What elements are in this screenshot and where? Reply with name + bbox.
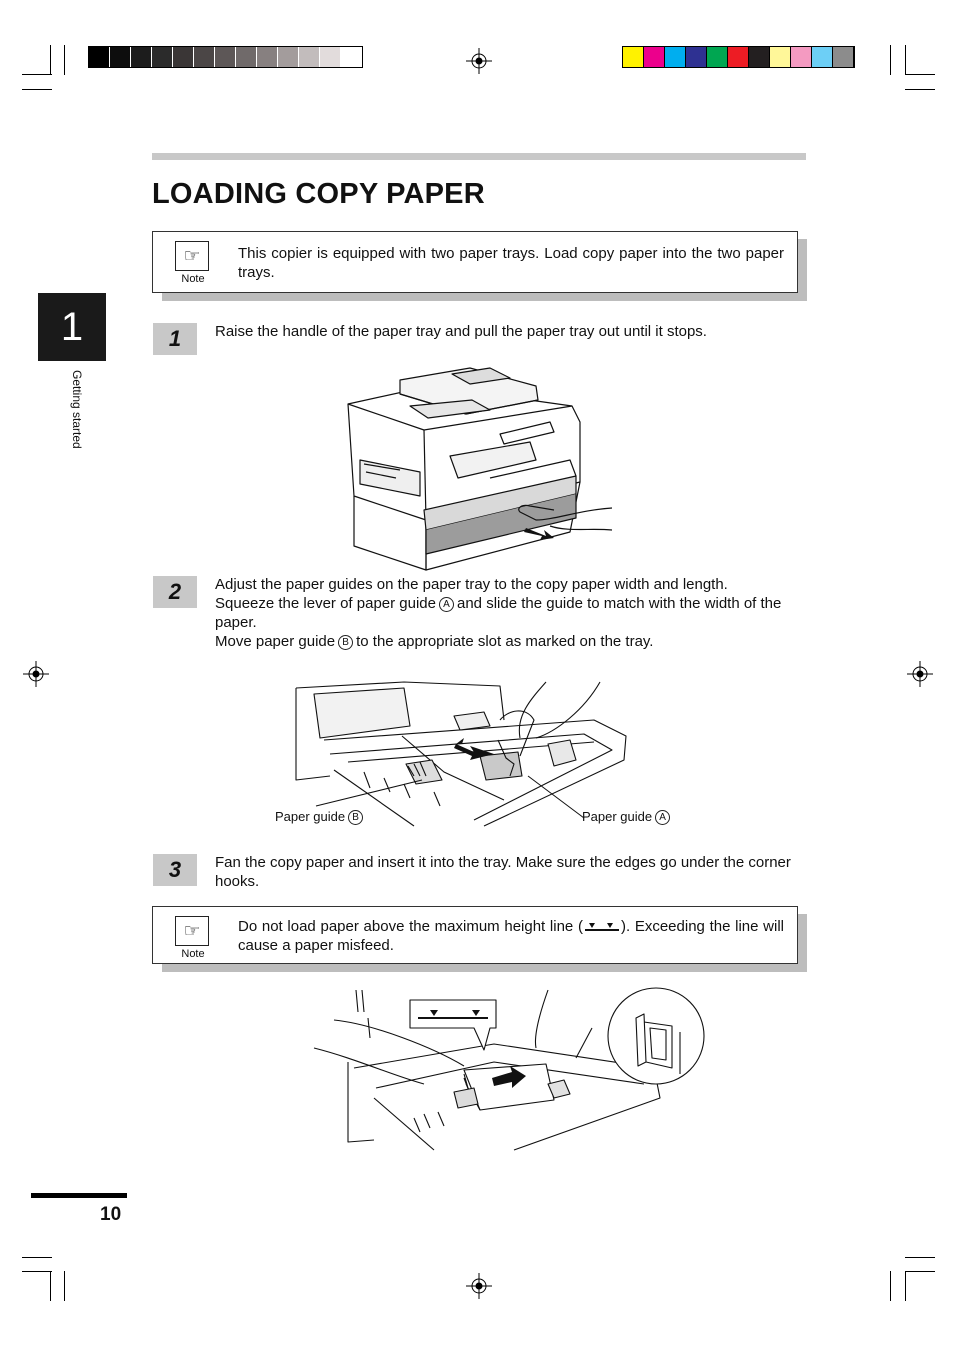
color-swatch <box>665 47 686 67</box>
color-swatch <box>770 47 791 67</box>
grey-swatch <box>278 47 299 67</box>
paper-guide-a-marker: A <box>655 810 671 826</box>
page-title: LOADING COPY PAPER <box>152 178 485 210</box>
color-swatch <box>749 47 770 67</box>
note1-box: ☞ Note This copier is equipped with two … <box>152 231 798 293</box>
note1-text: This copier is equipped with two paper t… <box>238 245 784 281</box>
grey-swatch <box>131 47 152 67</box>
grey-swatch <box>257 47 278 67</box>
chapter-tab: 1 <box>38 293 106 361</box>
color-swatch <box>686 47 707 67</box>
guide-b-marker: B <box>338 634 354 650</box>
grey-swatch <box>173 47 194 67</box>
grey-swatch <box>152 47 173 67</box>
step3-number: 3 <box>153 854 197 886</box>
paper-guide-a-text: Paper guide <box>582 809 653 824</box>
note2-text: Do not load paper above the maximum heig… <box>238 917 784 955</box>
step3-text: Fan the copy paper and insert it into th… <box>215 854 791 890</box>
pointing-hand-icon: ☞ <box>175 916 209 946</box>
color-swatch <box>728 47 749 67</box>
max-height-line-icon <box>584 921 619 933</box>
note2-icon-label: Note <box>181 948 205 960</box>
step2-line2-before: Squeeze the lever of paper guide <box>215 595 436 612</box>
registration-mark-left <box>23 661 49 687</box>
grey-swatch <box>236 47 257 67</box>
color-swatch <box>791 47 812 67</box>
pointing-hand-icon: ☞ <box>175 241 209 271</box>
step2-line2-after: and slide the guide to match with the wi… <box>215 595 782 631</box>
page-number-rule <box>31 1193 127 1198</box>
copier-tray-pull-illustration <box>347 367 613 571</box>
chapter-label: Getting started <box>70 370 84 449</box>
grey-swatch <box>299 47 320 67</box>
registration-mark-bottom <box>466 1273 492 1299</box>
note2-text-before: Do not load paper above the maximum heig… <box>238 918 583 935</box>
paper-guide-b-text: Paper guide <box>275 809 346 824</box>
guide-a-marker: A <box>439 596 454 612</box>
step1-text: Raise the handle of the paper tray and p… <box>215 323 707 340</box>
note1-icon-label: Note <box>181 273 205 285</box>
paper-loading-illustration <box>313 987 705 1151</box>
step2-number: 2 <box>153 576 197 608</box>
color-swatch <box>707 47 728 67</box>
step2-line3-before: Move paper guide <box>215 633 336 650</box>
color-swatch <box>644 47 665 67</box>
color-swatch <box>623 47 644 67</box>
grey-swatch <box>341 47 362 67</box>
registration-mark-top <box>466 48 492 74</box>
step1-number: 1 <box>153 323 197 355</box>
registration-mark-right <box>907 661 933 687</box>
title-rule <box>152 153 806 160</box>
page-number: 10 <box>100 1204 122 1225</box>
color-swatch <box>812 47 833 67</box>
grey-swatch <box>194 47 215 67</box>
step2-text: Adjust the paper guides on the paper tra… <box>215 575 807 651</box>
grey-swatch <box>110 47 131 67</box>
color-swatch <box>833 47 854 67</box>
grey-swatch <box>215 47 236 67</box>
note2-text-after: ). Exceeding the line will cause a paper… <box>238 918 784 954</box>
grey-swatch <box>89 47 110 67</box>
step2-line1: Adjust the paper guides on the paper tra… <box>215 576 728 593</box>
paper-guide-adjust-illustration <box>295 681 627 827</box>
note2-box: ☞ Note Do not load paper above the maxim… <box>152 906 798 964</box>
grey-swatch <box>320 47 341 67</box>
step2-line3-after: to the appropriate slot as marked on the… <box>356 633 654 650</box>
paper-guide-b-marker: B <box>348 810 364 826</box>
